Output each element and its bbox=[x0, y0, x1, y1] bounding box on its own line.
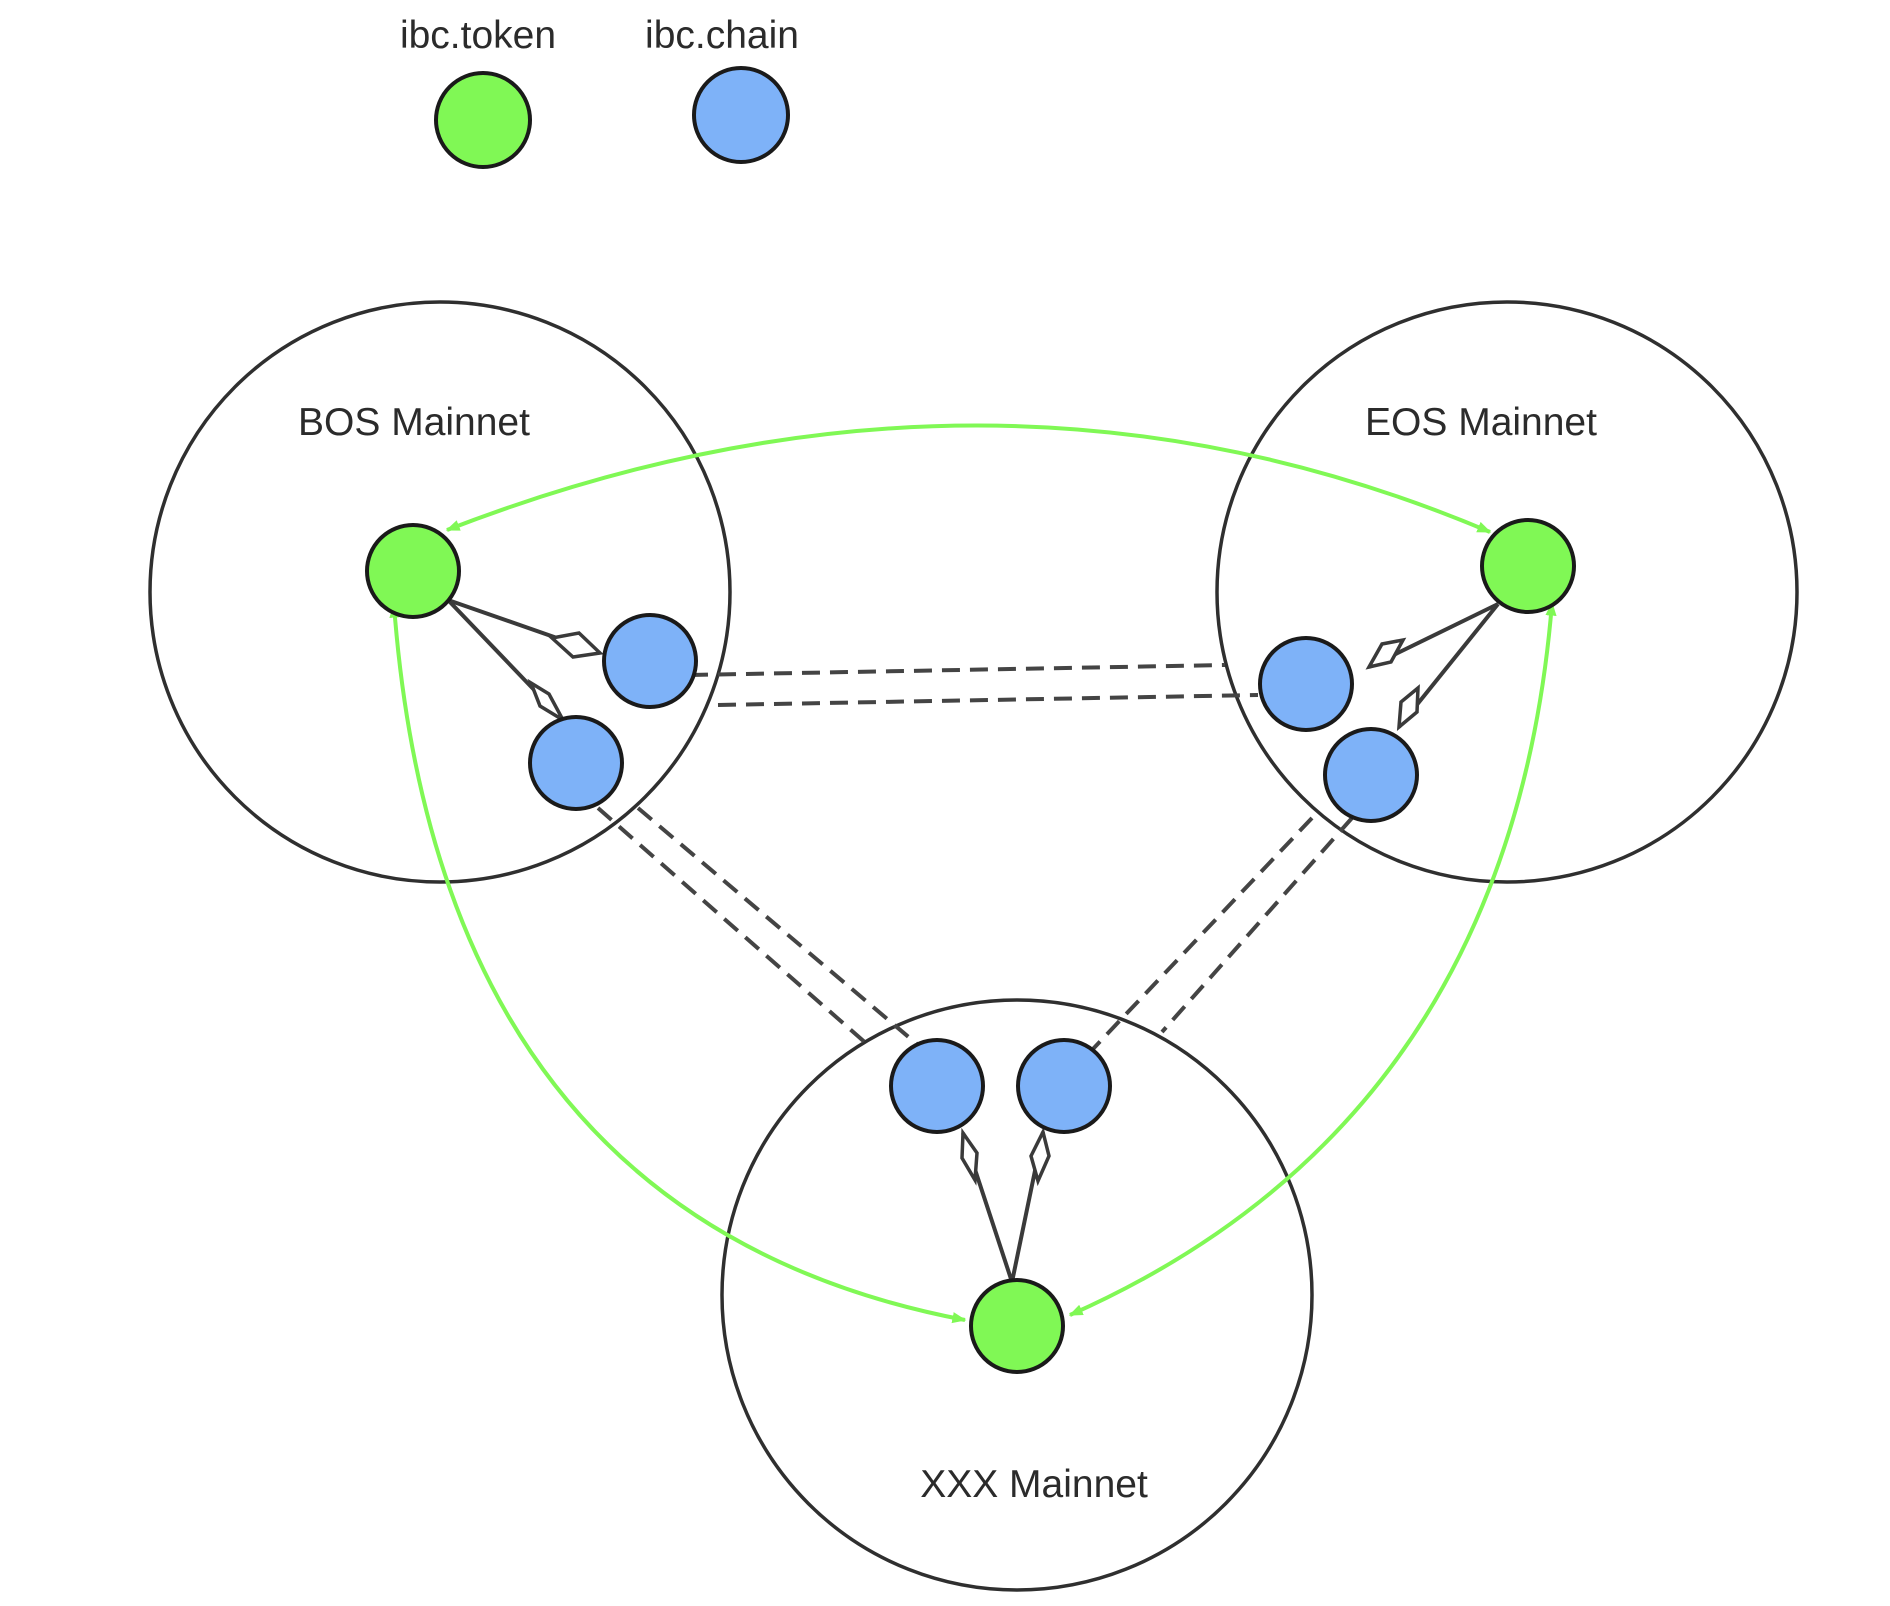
eos-xxx-transfer-arrow bbox=[1068, 601, 1557, 1317]
eos-xxx-link-inner bbox=[1090, 816, 1314, 1052]
bos-chain-node-1 bbox=[602, 613, 698, 709]
legend-chain-label: ibc.chain bbox=[645, 14, 799, 57]
token-transfers bbox=[389, 423, 1557, 1324]
bos-eos-link-upper bbox=[689, 663, 1226, 677]
xxx-token-node bbox=[969, 1278, 1065, 1374]
token-nodes bbox=[365, 518, 1576, 1374]
chain-nodes bbox=[528, 613, 1419, 1134]
xxx-assoc-diamond-2 bbox=[1029, 1126, 1051, 1187]
legend-chain-dot bbox=[692, 66, 790, 164]
bos-network-label: BOS Mainnet bbox=[298, 401, 530, 444]
bos-eos-link-lower bbox=[717, 693, 1259, 707]
xxx-assoc-diamond-1 bbox=[960, 1127, 979, 1186]
eos-chain-node-1 bbox=[1258, 636, 1354, 732]
bos-xxx-link-inner bbox=[636, 806, 920, 1047]
xxx-chain-node-1 bbox=[889, 1038, 985, 1134]
legend-token-dot bbox=[434, 71, 532, 169]
chain-links bbox=[596, 663, 1354, 1052]
bos-token-node bbox=[365, 523, 461, 619]
eos-assoc-diamond-2 bbox=[1396, 684, 1420, 732]
eos-chain-node-2 bbox=[1323, 727, 1419, 823]
eos-token-node bbox=[1480, 518, 1576, 614]
xxx-chain-node-2 bbox=[1016, 1038, 1112, 1134]
eos-xxx-link-outer bbox=[1160, 816, 1354, 1034]
legend: ibc.token ibc.chain bbox=[400, 14, 799, 169]
bos-chain-node-2 bbox=[528, 715, 624, 811]
bos-eos-transfer-arrow bbox=[445, 423, 1492, 534]
xxx-network-label: XXX Mainnet bbox=[920, 1463, 1148, 1506]
legend-token-label: ibc.token bbox=[400, 14, 556, 57]
bos-xxx-link-outer bbox=[596, 806, 870, 1047]
bos-assoc-diamond-2 bbox=[527, 678, 568, 725]
bos-xxx-transfer-arrow bbox=[389, 603, 967, 1324]
bos-assoc-diamond-1 bbox=[548, 631, 604, 659]
eos-network-label: EOS Mainnet bbox=[1365, 401, 1597, 444]
